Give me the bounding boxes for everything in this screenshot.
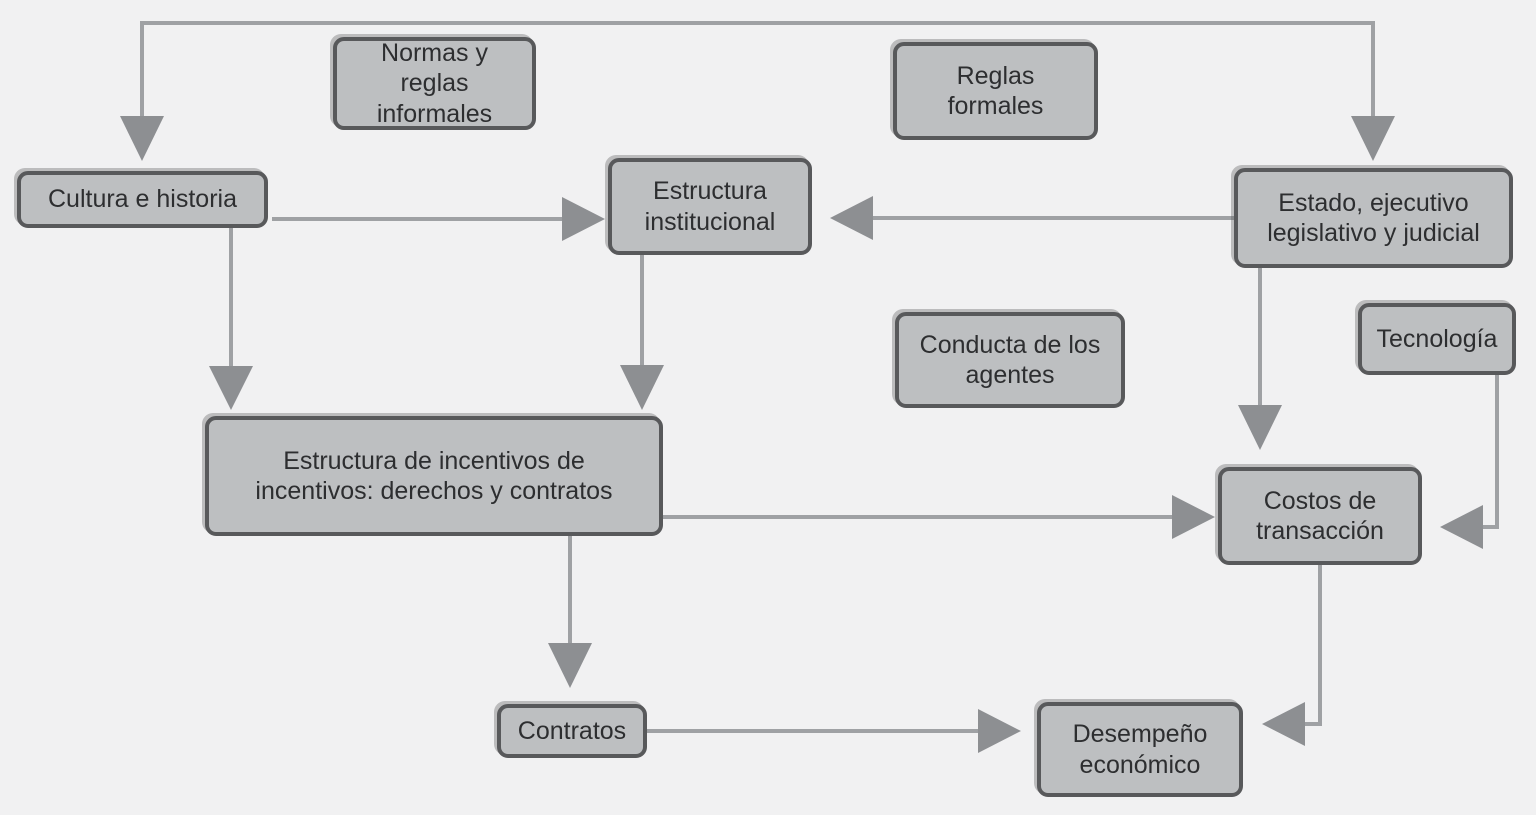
arrow-cultura-to-estructura-incentivos [209,228,253,410]
arrow-contratos-to-desempeno [647,709,1021,753]
arrow-estructura-incentivos-to-costos [663,495,1215,539]
arrow-line [140,21,1375,118]
node-label: Estado, ejecutivo legislativo y judicial [1267,188,1480,248]
node-estado-ejecutivo-legislativo-judicial: Estado, ejecutivo legislativo y judicial [1234,168,1513,268]
arrowhead-left-icon [830,196,873,240]
arrowhead-down-icon [1351,116,1395,161]
node-contratos: Contratos [497,704,647,758]
node-tecnologia: Tecnología [1358,303,1516,375]
node-label: Normas y reglas informales [376,38,493,128]
arrow-estado-to-costos [1238,268,1282,450]
node-costos-de-transaccion: Costos de transacción [1218,467,1422,565]
arrow-line [1481,374,1499,529]
node-label: Desempeño económico [1072,720,1208,779]
arrowhead-right-icon [1172,495,1215,539]
arrowhead-right-icon [978,709,1021,753]
arrowhead-down-icon [1238,405,1282,450]
node-estructura-de-incentivos: Estructura de incentivos de incentivos: … [205,416,663,536]
arrow-line [1303,564,1322,726]
arrow-costos-to-desempeno [1262,564,1322,746]
node-label: Costos de transacción [1256,486,1384,546]
arrowhead-down-icon [620,365,664,410]
arrowhead-down-icon [209,366,253,410]
node-desempeno-economico: Desempeño económico [1037,702,1243,797]
arrowhead-left-icon [1262,702,1305,746]
node-reglas-formales: Reglas formales [893,42,1098,140]
arrowhead-down-icon [120,116,164,161]
node-estructura-institucional: Estructura institucional [608,158,812,255]
node-label: Contratos [517,716,627,745]
arrow-tecnologia-to-costos [1440,374,1499,549]
arrowhead-right-icon [562,197,605,241]
node-normas-y-reglas-informales: Normas y reglas informales [333,37,536,130]
arrow-cultura-to-estructura-institucional [272,197,605,241]
arrow-top-connector [120,21,1395,161]
node-label: Estructura de incentivos de incentivos: … [255,446,613,506]
arrow-estructura-incentivos-to-contratos [548,535,592,688]
arrowhead-down-icon [548,643,592,688]
node-label: Tecnología [1376,324,1498,353]
node-label: Conducta de los agentes [919,330,1101,390]
node-label: Reglas formales [947,61,1044,121]
arrow-estado-to-estructura-institucional [830,196,1234,240]
node-conducta-de-los-agentes: Conducta de los agentes [895,312,1125,408]
arrowhead-left-icon [1440,505,1483,549]
node-cultura-e-historia: Cultura e historia [17,171,268,228]
node-label: Estructura institucional [644,177,776,236]
node-label: Cultura e historia [48,185,237,214]
arrow-estructura-institucional-to-estructura-incentivos [620,254,664,410]
